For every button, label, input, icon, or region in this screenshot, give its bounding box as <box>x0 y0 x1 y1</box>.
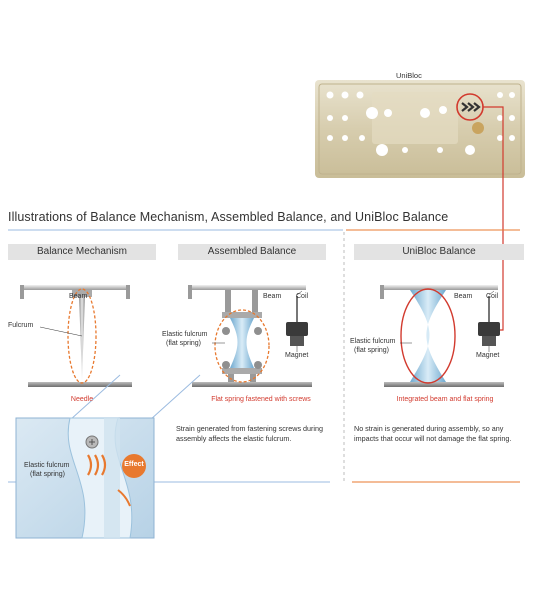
inset-fulcrum-label: Elastic fulcrum <box>24 462 70 469</box>
needle-caption: Needle <box>70 396 94 403</box>
assembled-caption: Flat spring fastened with screws <box>211 396 311 403</box>
unibloc-photo-label: UniBloc <box>396 71 422 80</box>
coil-label: Coil <box>296 293 309 300</box>
beam-label: Beam <box>454 293 473 300</box>
unibloc-balance-illustration <box>380 285 504 387</box>
beam-label: Beam <box>263 293 282 300</box>
panel-heading-balance-mechanism: Balance Mechanism <box>8 244 156 260</box>
unibloc-photo <box>315 80 525 178</box>
flat-spring-label: (flat spring) <box>166 340 202 347</box>
panel-heading-unibloc-balance: UniBloc Balance <box>354 244 524 260</box>
assembled-description: Strain generated from fastening screws d… <box>176 424 324 443</box>
balance-mechanism-illustration <box>20 285 132 387</box>
beam-label: Beam <box>69 293 88 300</box>
flat-spring-label: (flat spring) <box>354 347 390 354</box>
unibloc-caption: Integrated beam and flat spring <box>396 396 494 403</box>
effect-badge: Effect <box>124 461 144 468</box>
fulcrum-label: Fulcrum <box>8 322 34 329</box>
elastic-fulcrum-label: Elastic fulcrum <box>350 338 396 345</box>
coil-label: Coil <box>486 293 499 300</box>
inset-flat-spring-label: (flat spring) <box>30 471 66 478</box>
magnet-label: Magnet <box>285 352 309 359</box>
elastic-fulcrum-label: Elastic fulcrum <box>162 331 208 338</box>
inset-closeup <box>15 374 201 539</box>
unibloc-description: No strain is generated during assembly, … <box>354 424 512 443</box>
magnet-label: Magnet <box>476 352 500 359</box>
assembled-balance-illustration <box>188 285 312 387</box>
section-title: Illustrations of Balance Mechanism, Asse… <box>8 210 449 224</box>
panel-heading-assembled-balance: Assembled Balance <box>178 244 326 260</box>
